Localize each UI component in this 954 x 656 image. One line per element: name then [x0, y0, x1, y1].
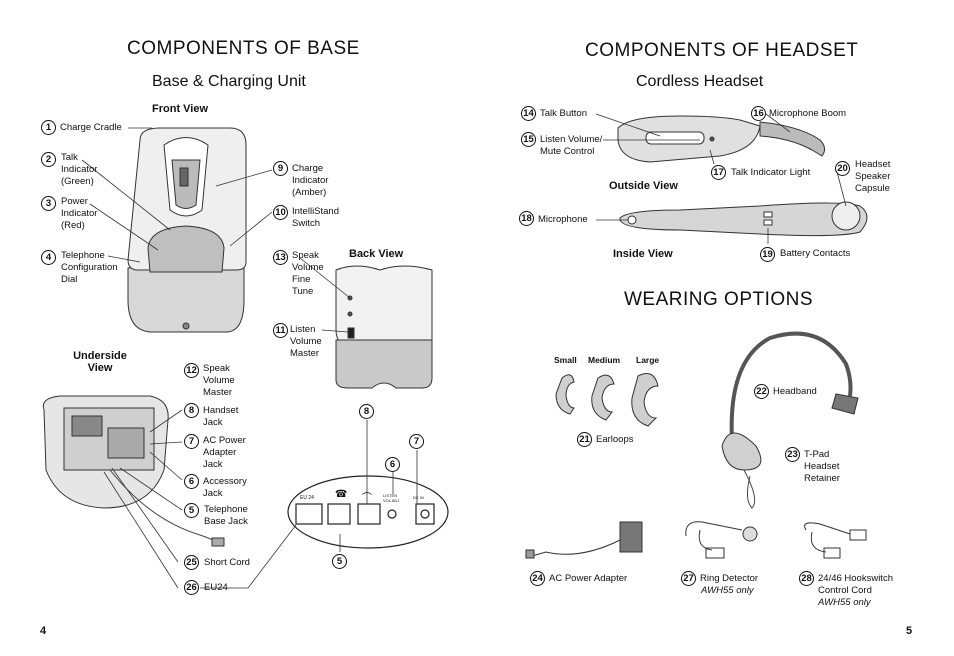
port-label-listen: LISTEN VOL ADJ [383, 493, 400, 503]
page-number-right: 5 [906, 625, 913, 637]
callout-label: 24/46 Hookswitch Control Cord [818, 573, 893, 596]
front-view-label: Front View [152, 103, 209, 115]
callout-label: Ring Detector [700, 573, 759, 584]
ring-detector-illustration [685, 521, 758, 559]
callout-label: IntelliStand Switch [292, 206, 340, 229]
callout-label: T-Pad Headset Retainer [804, 449, 840, 484]
callout-label: Handset Jack [203, 405, 239, 428]
underside-view-label: Underside View [73, 350, 127, 374]
detail-badge: 6 [385, 457, 400, 472]
callout-label: Accessory Jack [203, 476, 247, 499]
back-view-label: Back View [349, 248, 404, 260]
callout-badge: 10 [273, 205, 288, 220]
callout-badge: 14 [521, 106, 536, 121]
callout-badge: 25 [184, 555, 199, 570]
callout-label: Talk Indicator Light [731, 167, 811, 178]
callout-badge: 27 [681, 571, 696, 586]
port-label-power: DC IN [413, 495, 424, 500]
callout-badge: 17 [711, 165, 726, 180]
earloops-illustration [555, 373, 659, 427]
leader-lines-right [595, 113, 847, 244]
callout-badge: 28 [799, 571, 814, 586]
callout-badge: 1 [41, 120, 56, 135]
callout-badge: 15 [521, 132, 536, 147]
left-page-title: COMPONENTS OF BASE [127, 38, 360, 59]
callout-badge: 3 [41, 196, 56, 211]
leader-lines-left [81, 127, 418, 589]
callout-label: Talk Button [540, 108, 587, 119]
callout-label: Telephone Configuration Dial [61, 250, 118, 285]
callout-badge: 7 [184, 434, 199, 449]
headband-illustration [721, 331, 859, 509]
callout-label: Power Indicator (Red) [61, 196, 98, 231]
left-page-subtitle: Base & Charging Unit [152, 73, 306, 90]
callout-badge: 22 [754, 384, 769, 399]
callout-badge: 18 [519, 211, 534, 226]
callout-badge: 2 [41, 152, 56, 167]
callout-label: Earloops [596, 434, 634, 445]
callout-label: AC Power Adapter Jack [203, 435, 246, 470]
base-underside-illustration [42, 395, 225, 547]
callout-badge: 4 [41, 250, 56, 265]
callout-label: Listen Volume/ Mute Control [540, 134, 603, 157]
headset-outside-illustration [617, 115, 826, 163]
callout-label: Headband [773, 386, 817, 397]
wearing-options-title: WEARING OPTIONS [624, 289, 814, 310]
callout-label: Telephone Base Jack [204, 504, 248, 527]
ac-adapter-illustration [525, 521, 643, 559]
right-page-subtitle: Cordless Headset [636, 73, 764, 90]
callout-badge: 19 [760, 247, 775, 262]
detail-badge: 7 [409, 434, 424, 449]
callout-label: Microphone Boom [769, 108, 847, 119]
callout-badge: 16 [751, 106, 766, 121]
inside-view-label: Inside View [613, 248, 673, 260]
handset-icon: ⌒ [362, 493, 372, 504]
callout-label: Listen Volume Master [290, 324, 322, 359]
telephone-icon: ☎ [335, 489, 348, 500]
earloop-size-medium: Medium [588, 355, 621, 365]
detail-badge: 8 [359, 404, 374, 419]
jack-detail-oval [287, 475, 449, 549]
hookswitch-cord-illustration [804, 522, 867, 559]
page-number-left: 4 [40, 625, 47, 637]
headset-inside-illustration [619, 201, 868, 237]
callout-badge: 13 [273, 250, 288, 265]
callout-badge: 24 [530, 571, 545, 586]
callout-label: Headset Speaker Capsule [855, 159, 891, 194]
callout-badge: 23 [785, 447, 800, 462]
callout-badge: 8 [184, 403, 199, 418]
detail-badge: 5 [332, 554, 347, 569]
port-label-eu24: EU 24 [300, 495, 314, 501]
earloop-size-small: Small [554, 355, 577, 365]
callout-badge: 12 [184, 363, 199, 378]
callout-label: Short Cord [204, 557, 250, 568]
callout-badge: 9 [273, 161, 288, 176]
base-front-illustration [127, 127, 247, 333]
callout-sublabel: AWH55 only [701, 585, 754, 596]
right-page-title: COMPONENTS OF HEADSET [585, 40, 859, 61]
callout-label: Charge Cradle [60, 122, 122, 133]
callout-label: AC Power Adapter [549, 573, 628, 584]
callout-badge: 11 [273, 323, 288, 338]
callout-badge: 20 [835, 161, 850, 176]
callout-label: Talk Indicator (Green) [61, 152, 98, 187]
callout-label: Charge Indicator (Amber) [292, 163, 329, 198]
earloop-size-large: Large [636, 355, 660, 365]
callout-sublabel: AWH55 only [818, 597, 871, 608]
callout-label: Speak Volume Master [203, 363, 235, 398]
callout-label: EU24 [204, 582, 228, 593]
callout-badge: 21 [577, 432, 592, 447]
outside-view-label: Outside View [609, 180, 678, 192]
callout-label: Battery Contacts [780, 248, 851, 259]
callout-badge: 26 [184, 580, 199, 595]
callout-label: Microphone [538, 214, 588, 225]
callout-badge: 5 [184, 503, 199, 518]
base-back-illustration [335, 265, 433, 389]
callout-badge: 6 [184, 474, 199, 489]
callout-label: Speak Volume Fine Tune [292, 250, 324, 297]
